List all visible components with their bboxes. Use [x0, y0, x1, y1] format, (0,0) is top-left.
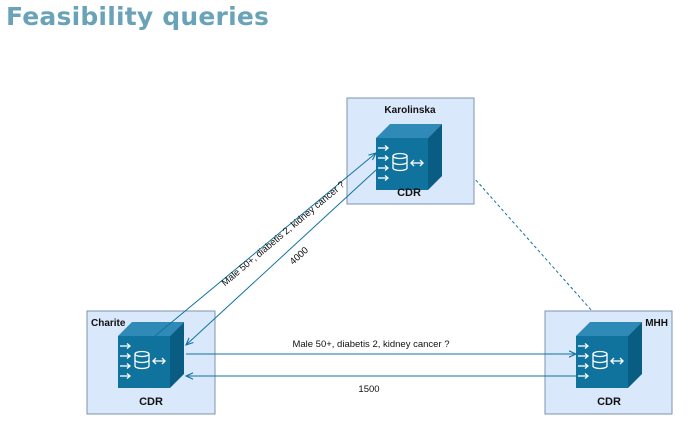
database-server-icon: [117, 321, 185, 389]
query-arrow-charite-karolinska: [154, 153, 376, 337]
page-title: Feasibility queries: [6, 2, 270, 31]
node-mhh[interactable]: MHH CDR: [544, 310, 673, 415]
node-charite[interactable]: Charite CDR: [86, 310, 216, 415]
database-server-icon: [375, 123, 443, 191]
peer-link-karolinska-mhh: [442, 142, 617, 339]
database-server-icon: [575, 321, 643, 389]
result-arrow-karolinska-charite: [186, 169, 377, 345]
cdr-label: CDR: [597, 396, 621, 408]
edge-label-query-mhh: Male 50+, diabetis 2, kidney cancer ?: [292, 339, 449, 350]
edge-label-result-mhh: 1500: [358, 384, 379, 395]
edge-label-query-karolinska: Male 50+, diabetis 2, kidney cancer ?: [220, 179, 347, 288]
site-label: Karolinska: [384, 105, 436, 116]
cdr-label: CDR: [139, 396, 163, 408]
site-label: MHH: [645, 318, 668, 329]
site-label: Charite: [91, 318, 126, 329]
node-karolinska[interactable]: Karolinska CDR: [346, 97, 475, 205]
cdr-label: CDR: [397, 187, 421, 199]
